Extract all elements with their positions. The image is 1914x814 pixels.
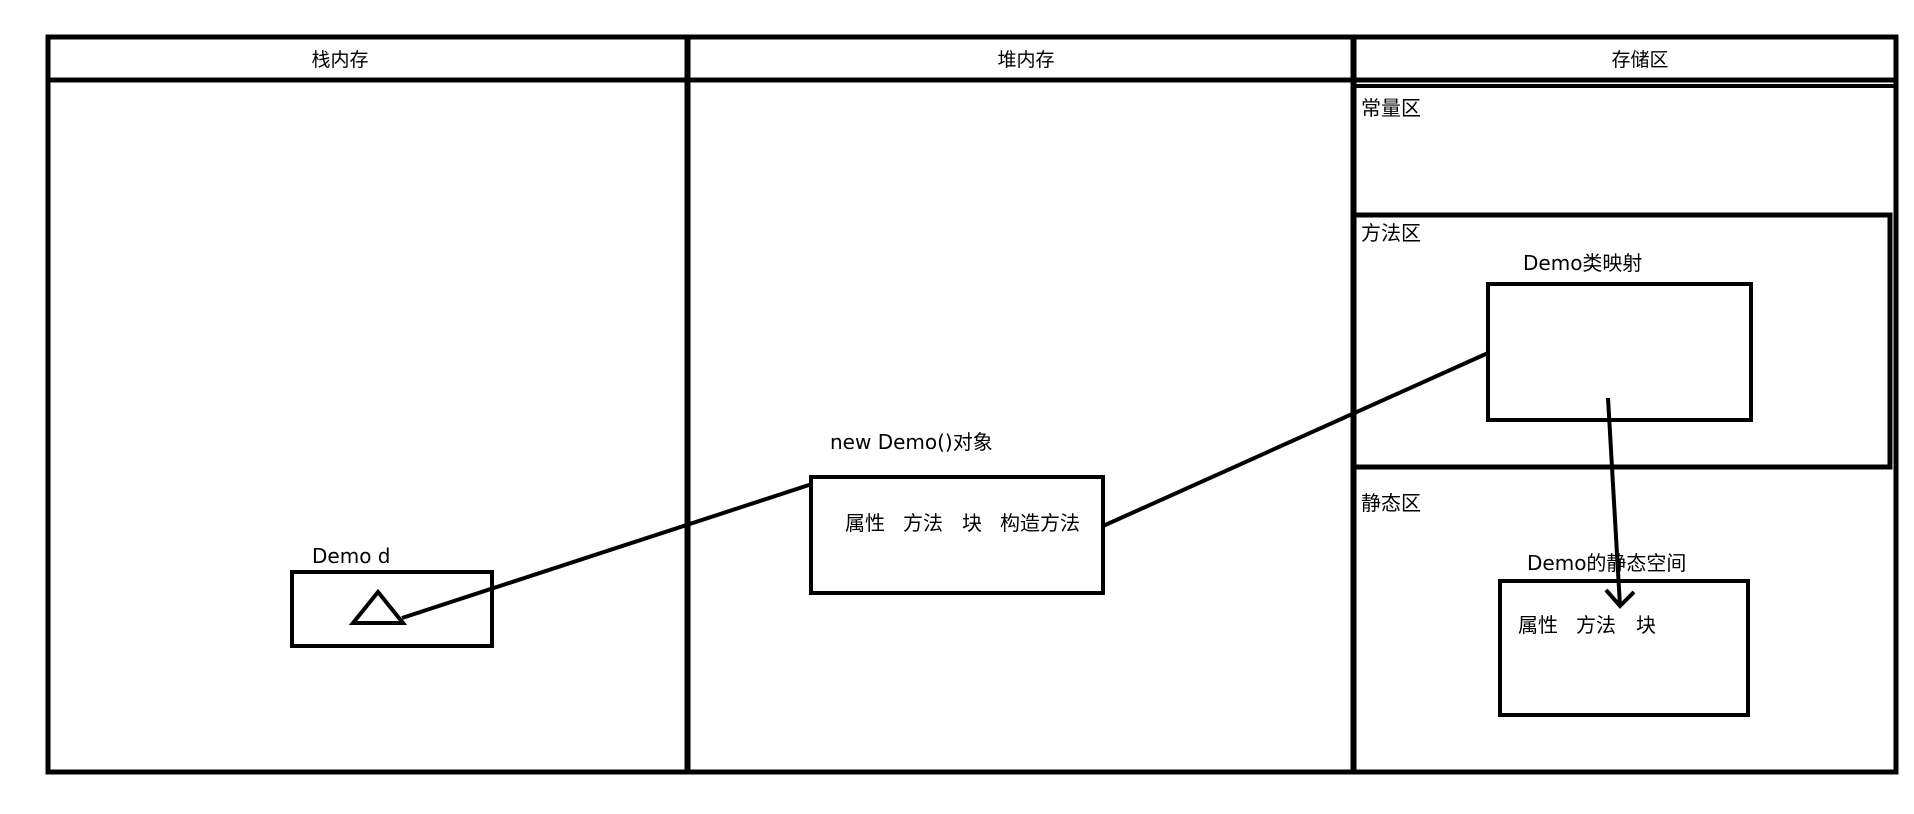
heap-member: 构造方法 bbox=[1000, 511, 1080, 535]
storage-title: 存储区 bbox=[1611, 49, 1668, 71]
method-region bbox=[1351, 212, 1893, 470]
static-member: 块 bbox=[1636, 613, 1656, 637]
heap-member: 块 bbox=[962, 511, 982, 535]
stack-var-box bbox=[290, 570, 494, 648]
static-space-label: Demo的静态空间 bbox=[1527, 551, 1686, 575]
arrowhead-icon bbox=[1604, 588, 1636, 609]
heap-column bbox=[685, 34, 1356, 775]
static-member: 方法 bbox=[1576, 613, 1616, 637]
storage-column bbox=[1351, 34, 1899, 775]
heap-title: 堆内存 bbox=[997, 49, 1054, 71]
class-to-static-arrow bbox=[1606, 397, 1622, 607]
heap-member: 属性 bbox=[845, 511, 885, 535]
static-region-label: 静态区 bbox=[1361, 491, 1421, 515]
heap-member: 方法 bbox=[903, 511, 943, 535]
stack-column bbox=[45, 34, 690, 775]
static-space-box bbox=[1498, 579, 1750, 717]
heap-to-class-link bbox=[1102, 351, 1489, 528]
class-mapping-box bbox=[1486, 282, 1753, 422]
stack-to-heap-link bbox=[401, 482, 813, 620]
constant-region-label: 常量区 bbox=[1361, 96, 1421, 120]
heap-object-box bbox=[809, 475, 1105, 595]
stack-title: 栈内存 bbox=[311, 49, 368, 71]
reference-triangle-icon bbox=[348, 588, 408, 625]
class-mapping-label: Demo类映射 bbox=[1523, 251, 1642, 275]
static-member: 属性 bbox=[1518, 613, 1558, 637]
heap-object-label: new Demo()对象 bbox=[830, 430, 993, 454]
stack-var-label: Demo d bbox=[312, 544, 390, 568]
method-region-label: 方法区 bbox=[1361, 221, 1421, 245]
